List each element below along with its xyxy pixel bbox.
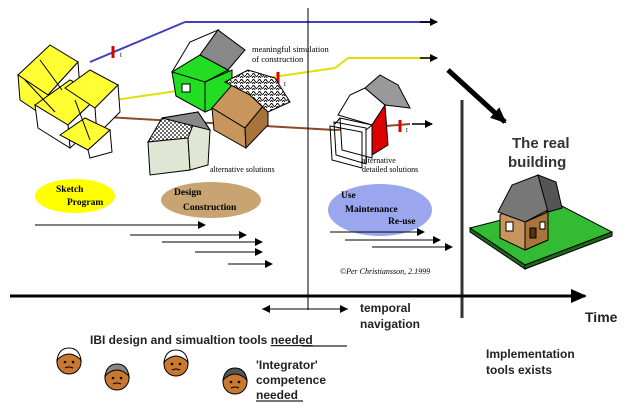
- integrator-label-line1: 'Integrator': [256, 358, 318, 372]
- implementation-label-line2: tools exists: [486, 363, 552, 377]
- phase-design-construction: Design Construction: [161, 182, 261, 218]
- face-icon-4: [222, 367, 248, 395]
- temporal-navigation-arrow: [262, 305, 348, 313]
- temporal-label-line1: temporal: [360, 301, 411, 315]
- phase-use-line1: Use: [341, 191, 356, 201]
- phase-use-line3: Re-use: [388, 217, 415, 227]
- copyright-label: ©Per Christiansson, 2.1999: [340, 267, 430, 276]
- phase-sketch-line1: Sketch: [56, 185, 84, 195]
- detailed-house-illustration: [329, 74, 411, 169]
- staggered-arrows: [35, 221, 453, 268]
- marker-t-label-1: t: [120, 51, 122, 59]
- real-building-arrow: [446, 68, 507, 124]
- integrator-label-line3: needed: [256, 388, 298, 402]
- simulation-label-line1: meaningful simulation: [252, 44, 329, 54]
- simulation-label-line2: of construction: [252, 54, 304, 64]
- marker-t-label-3: t: [406, 126, 408, 134]
- phase-use-line2: Maintenance: [345, 205, 398, 215]
- phase-sketch-line2: Program: [67, 198, 103, 208]
- green-house-illustration: [170, 28, 246, 113]
- alternative-solutions-label: alternative solutions: [210, 165, 275, 174]
- phase-design-line1: Design: [174, 188, 202, 198]
- alternative-detailed-line2: detailed solutions: [362, 165, 418, 174]
- alternative-house-dotted-roof: [147, 110, 212, 176]
- real-building-line1: The real: [512, 135, 570, 152]
- temporal-label-line2: navigation: [360, 317, 420, 331]
- phase-sketch-program: Sketch Program: [35, 179, 115, 213]
- face-icon-3: [163, 349, 189, 377]
- alternative-detailed-line1: alternative: [362, 156, 396, 165]
- marker-t-label-2: t: [284, 80, 286, 88]
- tools-needed-prefix: IBI design and simualtion tools: [90, 333, 271, 347]
- phase-use-maintenance: Use Maintenance Re-use: [328, 184, 432, 236]
- implementation-label-line1: Implementation: [486, 347, 575, 361]
- time-axis-label: Time: [585, 309, 618, 325]
- tools-needed-label: IBI design and simualtion tools needed: [90, 333, 313, 347]
- sketch-houses-illustration: [17, 44, 121, 159]
- integrator-label-line2: competence: [256, 373, 326, 387]
- real-building-illustration: [468, 174, 614, 270]
- face-icon-2: [104, 363, 130, 391]
- face-icon-1: [56, 347, 82, 375]
- phase-design-line2: Construction: [183, 203, 237, 213]
- tools-needed-underlined: needed: [271, 333, 313, 347]
- real-building-line2: building: [508, 154, 566, 171]
- alternative-house-brown: [211, 69, 291, 150]
